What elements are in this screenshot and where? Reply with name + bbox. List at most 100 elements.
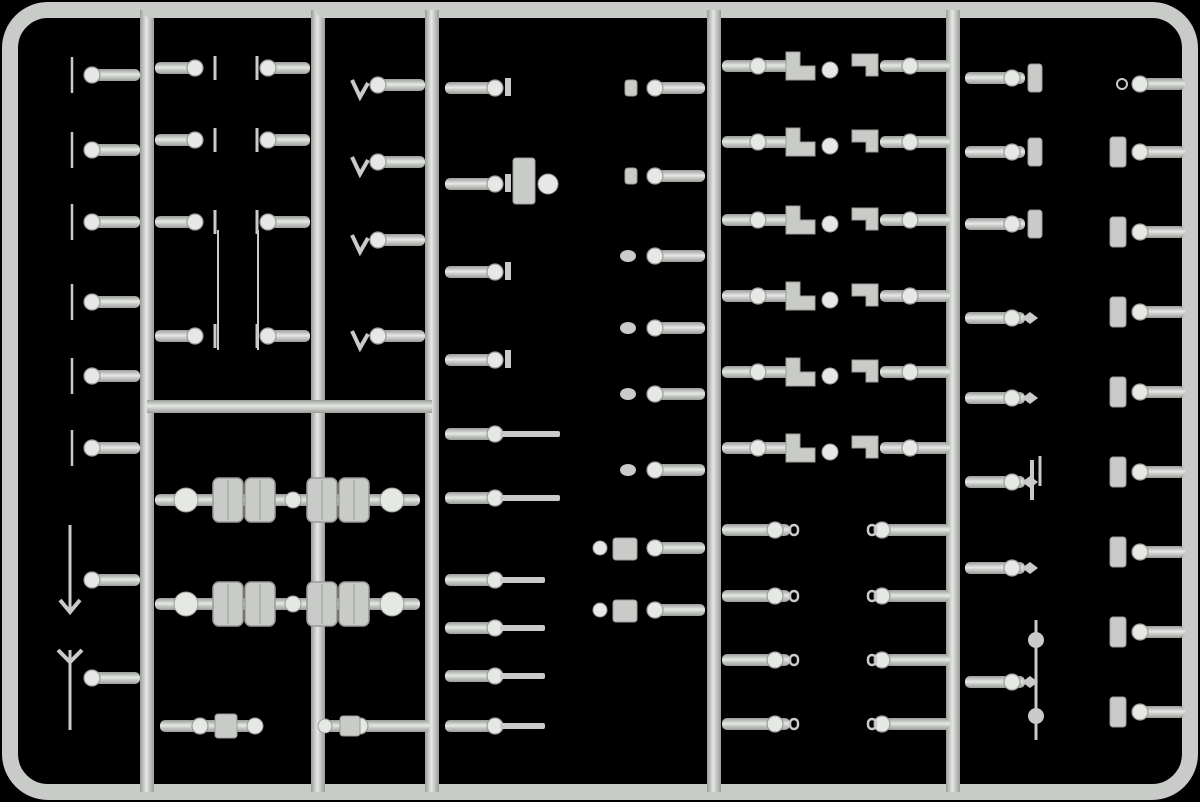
part-rod xyxy=(505,78,511,96)
part-bracket xyxy=(785,281,816,311)
attach-point xyxy=(284,491,302,509)
attach-point xyxy=(749,287,767,305)
part-block xyxy=(1109,216,1127,248)
part-ring xyxy=(788,589,800,603)
part-rod xyxy=(1034,620,1038,740)
attach-point xyxy=(1003,389,1021,407)
part-rod xyxy=(70,132,74,168)
attach-point xyxy=(1003,309,1021,327)
attach-point xyxy=(259,213,277,231)
part-block xyxy=(214,713,238,739)
attach-point xyxy=(83,367,101,385)
gate-runner xyxy=(880,654,950,666)
part-rod xyxy=(213,128,217,152)
part-rod xyxy=(213,324,217,348)
attach-point xyxy=(646,167,664,185)
attach-point xyxy=(83,571,101,589)
part-nub xyxy=(620,250,636,262)
gate-runner xyxy=(160,720,260,732)
part-ring xyxy=(866,523,878,537)
attach-point xyxy=(259,59,277,77)
gate-runner xyxy=(375,79,425,91)
attach-point xyxy=(83,141,101,159)
attach-point xyxy=(646,385,664,403)
horizontal-runner xyxy=(147,400,432,413)
part-ring xyxy=(788,717,800,731)
part-clip xyxy=(350,79,370,102)
part-block xyxy=(612,537,638,561)
gate-runner xyxy=(445,266,500,278)
attach-point xyxy=(749,133,767,151)
part-rod xyxy=(1030,460,1034,500)
part-rod xyxy=(500,495,560,501)
gate-runner xyxy=(90,574,140,586)
attach-point xyxy=(646,79,664,97)
attach-point xyxy=(766,651,784,669)
attach-point xyxy=(537,173,559,195)
attach-point xyxy=(83,293,101,311)
attach-point xyxy=(486,263,504,281)
frame-nub xyxy=(188,2,204,18)
part-rod xyxy=(70,284,74,320)
attach-point xyxy=(1131,383,1149,401)
attach-point xyxy=(1131,543,1149,561)
attach-point xyxy=(1003,673,1021,691)
attach-point xyxy=(821,443,839,461)
part-rod xyxy=(255,56,259,80)
vertical-runner xyxy=(707,10,721,792)
attach-point xyxy=(766,587,784,605)
part-ring xyxy=(1116,78,1128,90)
attach-point xyxy=(486,79,504,97)
gate-runner xyxy=(375,330,425,342)
part-clip xyxy=(350,234,370,257)
attach-point xyxy=(83,213,101,231)
gate-runner xyxy=(445,428,500,440)
gate-runner xyxy=(650,388,705,400)
part-bracket xyxy=(851,53,879,77)
part-rod xyxy=(1038,456,1042,486)
part-bracket xyxy=(851,129,879,153)
attach-point xyxy=(749,57,767,75)
frame-nub xyxy=(1012,2,1028,18)
attach-point xyxy=(646,461,664,479)
part-rod xyxy=(500,577,545,583)
attach-point xyxy=(379,591,405,617)
part-rod xyxy=(213,210,217,234)
gate-runner xyxy=(650,542,705,554)
gate-runner xyxy=(90,144,140,156)
part-ring xyxy=(788,523,800,537)
part-rod xyxy=(505,262,511,280)
gate-runner xyxy=(320,720,430,732)
attach-point xyxy=(592,540,608,556)
part-rod xyxy=(500,673,545,679)
part-fork xyxy=(56,648,84,665)
attach-point xyxy=(284,595,302,613)
part-rod xyxy=(70,204,74,240)
attach-point xyxy=(259,327,277,345)
part-bracket xyxy=(851,359,879,383)
part-block xyxy=(1109,536,1127,568)
attach-point xyxy=(1131,703,1149,721)
attach-point xyxy=(749,363,767,381)
part-block xyxy=(512,157,536,205)
part-rod xyxy=(70,57,74,93)
part-rod xyxy=(255,128,259,152)
gate-runner xyxy=(650,604,705,616)
gate-runner xyxy=(265,216,310,228)
part-block xyxy=(1109,456,1127,488)
part-rod xyxy=(213,56,217,80)
part-block xyxy=(1109,696,1127,728)
attach-point xyxy=(379,487,405,513)
gate-runner xyxy=(445,82,500,94)
part-bracket xyxy=(851,207,879,231)
attach-point xyxy=(901,211,919,229)
attach-point xyxy=(873,651,891,669)
part-block xyxy=(1109,616,1127,648)
attach-point xyxy=(1003,215,1021,233)
attach-point xyxy=(766,521,784,539)
attach-point xyxy=(901,363,919,381)
attach-point xyxy=(821,137,839,155)
attach-point xyxy=(317,718,333,734)
part-clip xyxy=(350,330,370,353)
